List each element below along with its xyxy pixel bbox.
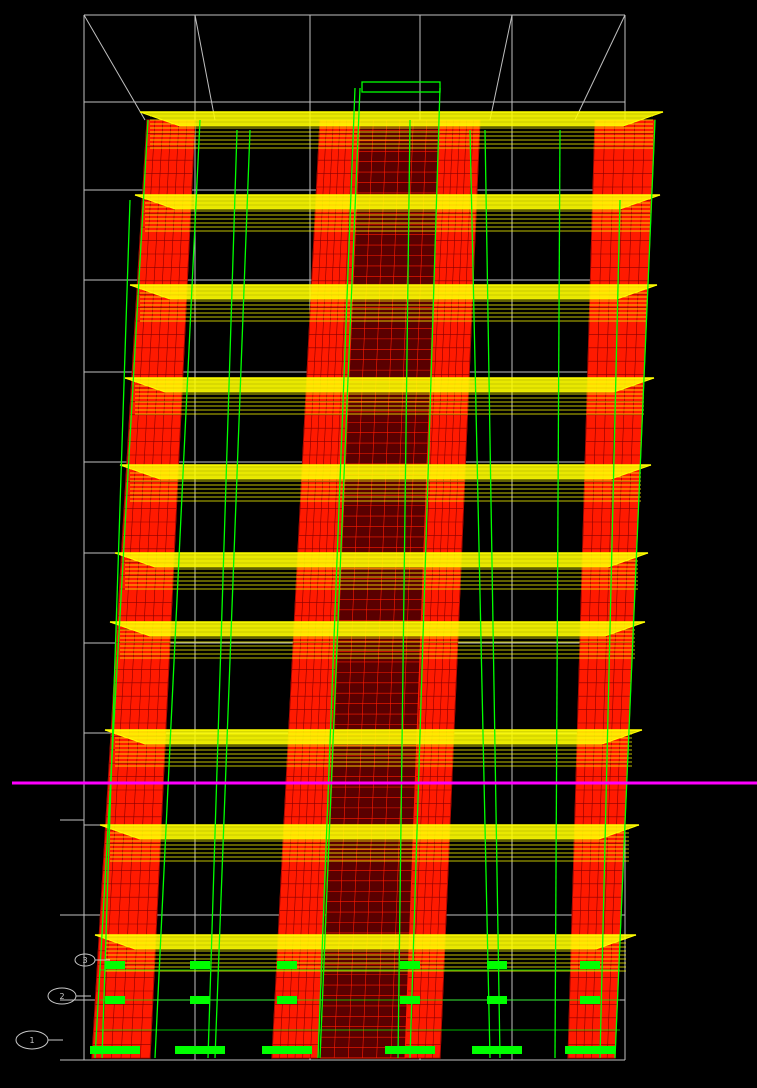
support-pad bbox=[580, 961, 600, 969]
support-pad bbox=[277, 996, 297, 1004]
floor-slab bbox=[104, 729, 643, 767]
grid-bubble[interactable]: 2 bbox=[47, 987, 91, 1005]
frame-members bbox=[94, 81, 656, 1059]
frame-column bbox=[599, 199, 621, 1059]
floor-slab bbox=[134, 194, 661, 232]
floor-slab bbox=[99, 824, 640, 862]
frame-column bbox=[469, 129, 491, 1059]
support-pad bbox=[90, 1046, 140, 1054]
support-pad bbox=[105, 996, 125, 1004]
support-pad bbox=[105, 961, 125, 969]
support-pad bbox=[190, 961, 210, 969]
frame-column bbox=[484, 129, 501, 1059]
floor-slab bbox=[129, 284, 658, 322]
support-pad bbox=[400, 961, 420, 969]
support-pad bbox=[277, 961, 297, 969]
frame-column bbox=[101, 199, 131, 1059]
support-pad bbox=[565, 1046, 615, 1054]
floor-slab bbox=[139, 111, 664, 149]
wall-mesh-line bbox=[91, 119, 148, 1059]
support-pad bbox=[190, 996, 210, 1004]
grid-line-perspective bbox=[194, 14, 216, 121]
floor-slab bbox=[109, 621, 646, 659]
support-pad bbox=[400, 996, 420, 1004]
support-pad bbox=[385, 1046, 435, 1054]
frame-column bbox=[154, 119, 201, 1059]
frame-column bbox=[214, 129, 251, 1059]
support-pad bbox=[487, 996, 507, 1004]
support-pad bbox=[175, 1046, 225, 1054]
frame-column bbox=[397, 119, 411, 1059]
grid-line-perspective bbox=[489, 14, 513, 121]
core-top-frame bbox=[361, 81, 441, 93]
frame-column bbox=[554, 129, 561, 1059]
support-pad bbox=[580, 996, 600, 1004]
frame-column bbox=[94, 119, 149, 1059]
frame-column bbox=[207, 129, 238, 1059]
grid-bubble[interactable]: 1 bbox=[15, 1030, 63, 1050]
support-pad bbox=[487, 961, 507, 969]
grid-bubble-label: 1 bbox=[29, 1036, 34, 1045]
grid-bubble[interactable]: 3 bbox=[74, 953, 110, 967]
floor-slab bbox=[114, 552, 649, 590]
grid-line-perspective bbox=[83, 14, 146, 121]
frame-column bbox=[317, 87, 356, 1059]
grid-line-perspective bbox=[574, 14, 626, 121]
grid-bubble-label: 2 bbox=[59, 992, 64, 1001]
support-pad bbox=[472, 1046, 522, 1054]
grid-bubble-label: 3 bbox=[82, 956, 87, 965]
frame-column bbox=[614, 119, 656, 1059]
frame-column bbox=[409, 87, 441, 1059]
floor-slab bbox=[124, 377, 655, 415]
supports bbox=[90, 961, 615, 1054]
floor-slab bbox=[94, 934, 637, 972]
support-pad bbox=[262, 1046, 312, 1054]
grid-bubbles[interactable]: 3 2 1 bbox=[15, 953, 110, 1050]
frame-column bbox=[319, 87, 361, 1059]
floor-slabs bbox=[94, 111, 664, 972]
floor-slab bbox=[119, 464, 652, 502]
